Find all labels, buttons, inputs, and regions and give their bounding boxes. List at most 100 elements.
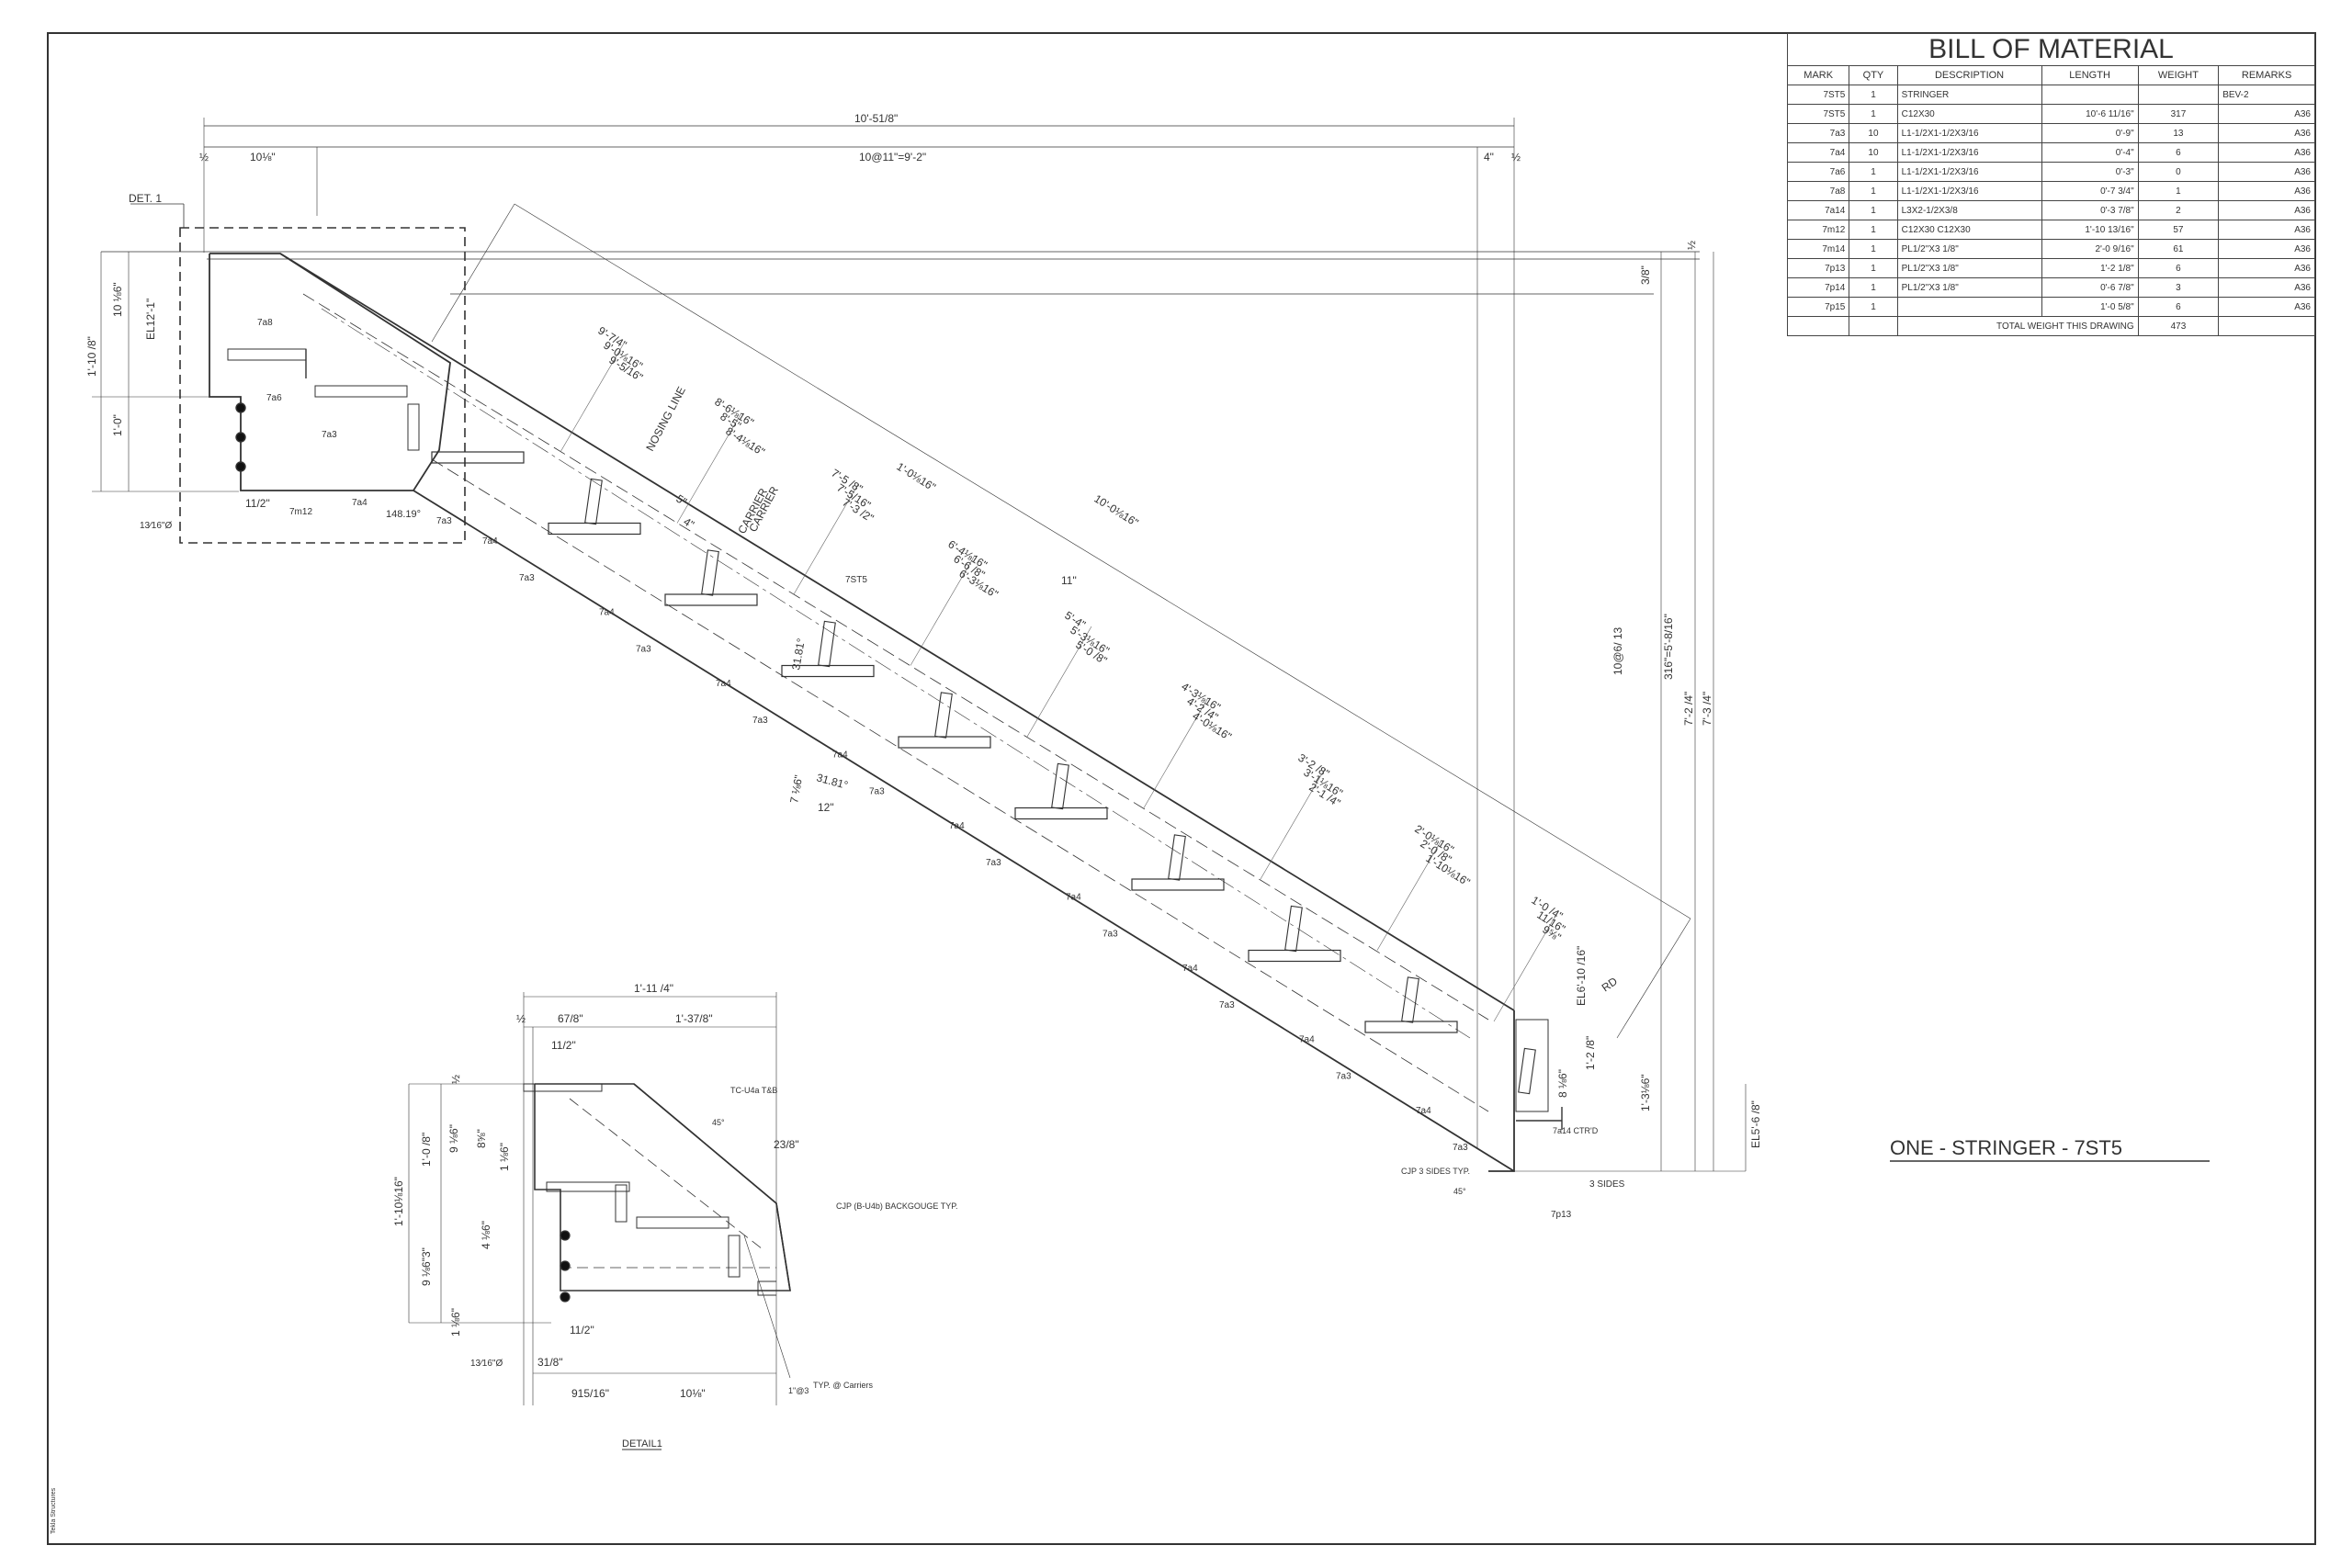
bom-cell: 0'-3" [2041, 162, 2139, 182]
part-7a3: 7a3 [869, 787, 885, 797]
bom-cell: 57 [2137, 220, 2220, 240]
bom-cell: 61 [2137, 239, 2220, 259]
bom-cell: A36 [2218, 277, 2315, 298]
bom-total-label: TOTAL WEIGHT THIS DRAWING [1896, 316, 2139, 336]
detail-1012: 10⅛" [680, 1387, 706, 1400]
tread-angle [1131, 878, 1225, 891]
bom-cell [2137, 85, 2220, 105]
part-7a4: 7a4 [949, 821, 965, 831]
detail-v1: 1'-0 /8" [420, 1133, 433, 1167]
detail-top-half: ½ [449, 1075, 462, 1084]
detail-typ: TYP. @ Carriers [813, 1381, 873, 1390]
cjp-label: CJP 3 SIDES TYP. [1401, 1167, 1470, 1176]
tread-angle [664, 593, 758, 606]
bom-cell: 7ST5 [1786, 85, 1850, 105]
bom-cell: A36 [2218, 142, 2315, 163]
part-7a3: 7a3 [1453, 1143, 1468, 1153]
detail-v7: 9 ⅛6"3" [420, 1247, 433, 1286]
bom-cell: 7p15 [1786, 297, 1850, 317]
part-7a4: 7a4 [1066, 893, 1081, 903]
angle-45: 45° [1453, 1187, 1466, 1196]
bom-cell: 1 [1849, 181, 1898, 201]
part-7a3: 7a3 [1336, 1072, 1351, 1082]
part-7a3-2: 7a3 [436, 516, 452, 526]
bom-cell: L1-1/2X1-1/2X3/16 [1896, 181, 2042, 201]
top-half: ½ [1685, 241, 1698, 250]
bom-header: WEIGHT [2137, 65, 2220, 85]
detail-v2: 1'-10⅛16" [392, 1177, 405, 1226]
bom-cell: 1 [1849, 85, 1898, 105]
dimension-leader [910, 555, 976, 666]
bom-cell: 1 [1849, 297, 1898, 317]
bom-cell: A36 [2218, 181, 2315, 201]
bom-cell: 7a3 [1786, 123, 1850, 143]
detail-45: 45° [712, 1118, 725, 1127]
bom-cell: 1 [1849, 104, 1898, 124]
dim-1-1-2: 11/2" [245, 497, 270, 510]
dim-10: 10⅛" [250, 151, 276, 164]
detail-1378: 1'-37/8" [675, 1012, 713, 1025]
bom-cell: 0'-9" [2041, 123, 2139, 143]
three-sides: 3 SIDES [1589, 1179, 1625, 1190]
bom-title: BILL OF MATERIAL [1787, 33, 2315, 66]
dimension-leader [1143, 697, 1209, 808]
dim-4: 4" [1484, 151, 1494, 164]
bom-header: LENGTH [2041, 65, 2139, 85]
det-1-tag: DET. 1 [129, 192, 162, 205]
tread-angle [431, 451, 525, 464]
hole-size: 13⁄16"Ø [140, 521, 172, 531]
part-7a4: 7a4 [599, 608, 615, 618]
bom-cell: 3 [2137, 277, 2220, 298]
elevation-mid: EL6'-10 /16" [1575, 946, 1588, 1006]
detail-v6: 4 ⅛6" [480, 1221, 492, 1249]
tekla-note: Tekla Structures [51, 1487, 57, 1534]
bom-cell: 6 [2137, 258, 2220, 278]
dim-overall: 10'-51/8" [854, 112, 898, 125]
detail-112b: 11/2" [570, 1324, 594, 1337]
bom-cell: A36 [2218, 297, 2315, 317]
dimension-leader [793, 483, 859, 595]
bom-cell: 7m14 [1786, 239, 1850, 259]
detail-at3: 1"@3 [788, 1386, 808, 1395]
bom-total-value: 473 [2137, 316, 2220, 336]
bom-cell: 1 [1849, 239, 1898, 259]
bom-cell: L1-1/2X1-1/2X3/16 [1896, 123, 2042, 143]
dim-half-right: ½ [1511, 151, 1521, 164]
bom-cell: 10 [1849, 142, 1898, 163]
bom-cell: 0 [2137, 162, 2220, 182]
part-7a6: 7a6 [266, 393, 282, 403]
bom-cell [1896, 297, 2042, 317]
detail-318: 31/8" [537, 1356, 563, 1369]
part-7a8: 7a8 [257, 318, 273, 328]
part-7a3: 7a3 [1219, 1000, 1235, 1010]
dimension-leader [1260, 768, 1326, 880]
elevation-bottom: EL5'-6 /8" [1749, 1100, 1762, 1148]
bom-cell: 6 [2137, 142, 2220, 163]
detail-238: 23/8" [774, 1138, 799, 1151]
bom-cell: L1-1/2X1-1/2X3/16 [1896, 162, 2042, 182]
dim-left-1-0: 1'-0" [111, 414, 124, 436]
bom-cell: A36 [2218, 220, 2315, 240]
dim-3-8: 3/8" [1639, 265, 1652, 285]
dimension-leader [1493, 910, 1559, 1022]
stringer-mark: 7ST5 [845, 575, 867, 585]
part-7a4: 7a4 [1416, 1106, 1431, 1116]
bom-cell: 7m12 [1786, 220, 1850, 240]
dim-spacing: 10@11"=9'-2" [859, 151, 926, 164]
dim-713: 7 ⅛6" [787, 774, 805, 805]
bom-cell: 2'-0 9/16" [2041, 239, 2139, 259]
tread-angle [548, 522, 641, 536]
bom-cell: 0'-3 7/8" [2041, 200, 2139, 220]
dim-1-2: 1'-2 /8" [1584, 1036, 1597, 1070]
dim-8: 8 ⅛6" [1556, 1069, 1569, 1098]
bom-header: DESCRIPTION [1896, 65, 2042, 85]
detail-v8: 1 ⅛6" [449, 1308, 462, 1337]
dim-7-3: 7'-3 /4" [1701, 692, 1713, 726]
bom-cell: BEV-2 [2218, 85, 2315, 105]
bom-cell: 13 [2137, 123, 2220, 143]
